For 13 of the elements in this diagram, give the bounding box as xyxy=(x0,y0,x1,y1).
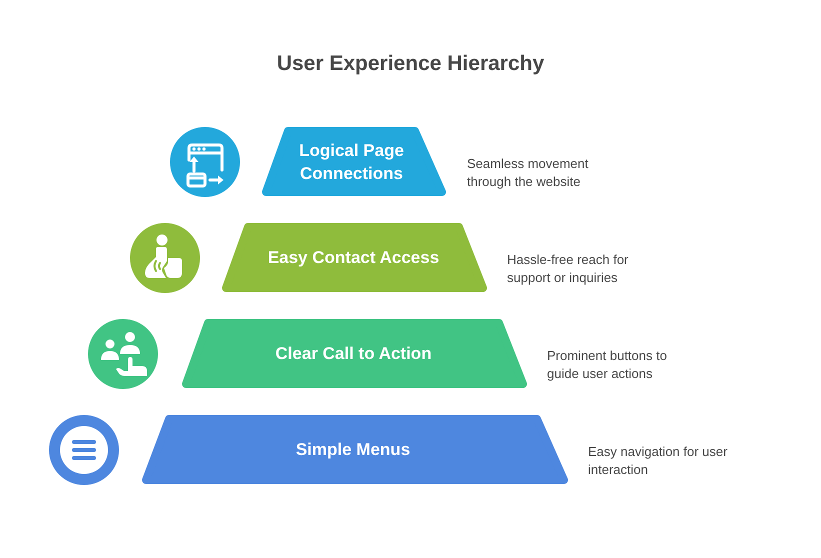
trapezoid-tier xyxy=(262,127,446,196)
trapezoid-tier xyxy=(182,319,527,388)
trapezoid-tier xyxy=(222,223,487,292)
tier-label: Logical Page Connections xyxy=(298,140,405,184)
title: User Experience Hierarchy xyxy=(276,51,544,77)
tier-label: Simple Menus xyxy=(296,439,410,461)
trapezoid-tier xyxy=(142,415,568,484)
tier-description: Easy navigation for user interaction xyxy=(588,443,728,479)
tier-label: Easy Contact Access xyxy=(268,247,440,269)
tier-label: Clear Call to Action xyxy=(275,343,432,365)
tier-description: Seamless movement through the website xyxy=(467,155,590,191)
tier-description: Prominent buttons to guide user actions xyxy=(547,347,668,383)
tier-description: Hassle-free reach for support or inquiries xyxy=(507,251,630,287)
